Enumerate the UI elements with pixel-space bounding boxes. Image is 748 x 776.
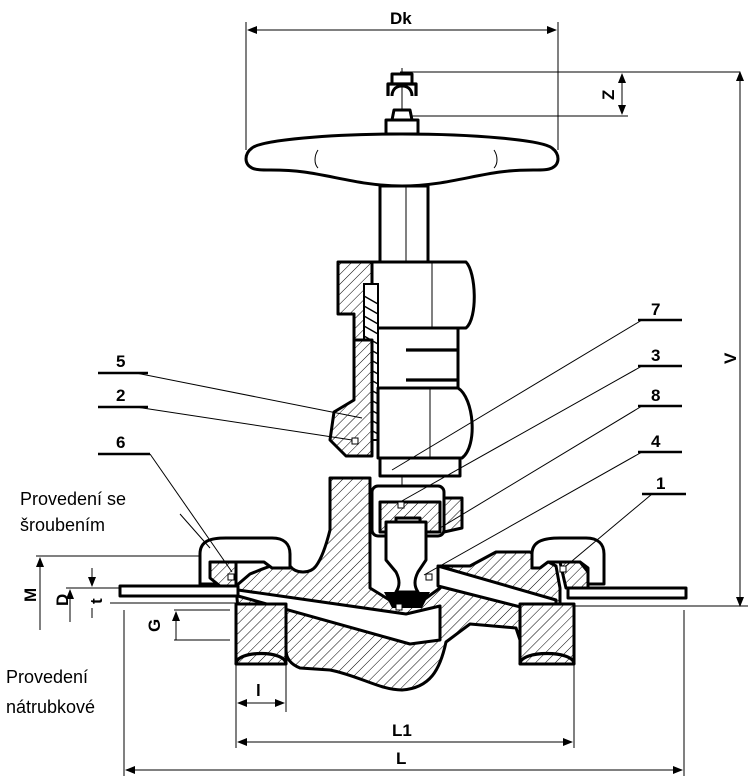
dim-label-big-l: L (396, 749, 406, 768)
note-socket-line1: Provedení (6, 667, 88, 687)
bonnet (328, 338, 474, 478)
dim-label-m: M (21, 588, 40, 602)
dim-label-v: V (721, 352, 740, 364)
dim-label-g: G (145, 619, 164, 632)
note-socket-line2: nátrubkové (6, 697, 95, 717)
dim-label-l: l (256, 681, 261, 700)
dim-label-z: Z (599, 90, 618, 100)
dim-label-dk: Dk (390, 9, 412, 28)
note-screwed-line1: Provedení se (20, 489, 126, 509)
part-number-8: 8 (651, 386, 660, 405)
part-number-underlines (98, 318, 686, 496)
part-number-4: 4 (651, 432, 661, 451)
handwheel (244, 72, 560, 188)
part-number-6: 6 (116, 433, 125, 452)
part-number-2: 2 (116, 386, 125, 405)
leader-lines (135, 319, 653, 576)
valve-body (234, 437, 576, 692)
part-number-5: 5 (116, 352, 125, 371)
note-screwed-line2: šroubením (20, 515, 105, 535)
part-number-1: 1 (656, 474, 665, 493)
left-union (118, 536, 292, 598)
gland-nut (336, 260, 476, 441)
dim-label-d: D (53, 594, 72, 606)
dimension-lines (36, 22, 748, 776)
dim-label-l1: L1 (392, 721, 412, 740)
dim-label-t: t (87, 598, 106, 604)
part-number-3: 3 (651, 346, 660, 365)
part-number-7: 7 (651, 300, 660, 319)
